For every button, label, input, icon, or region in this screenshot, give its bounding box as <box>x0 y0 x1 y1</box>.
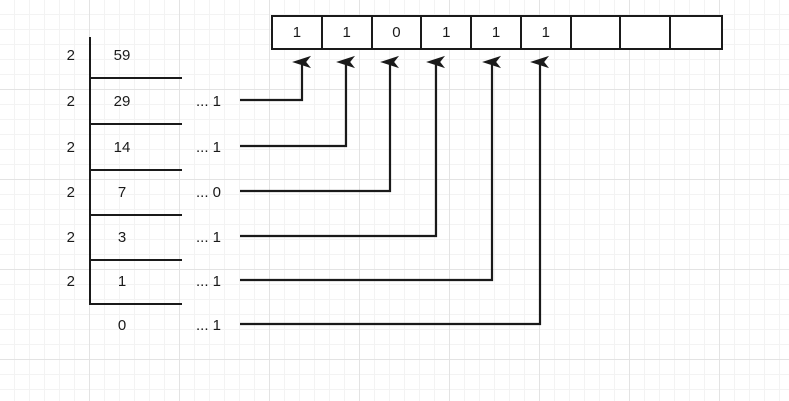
bit-cell[interactable]: 1 <box>323 17 373 48</box>
quotient-value-59: 59 <box>113 47 131 64</box>
bit-array: 1 1 0 1 1 1 <box>271 15 723 50</box>
connector-arrow-5 <box>240 55 502 282</box>
connector-arrow-6 <box>240 55 550 326</box>
divisor-label-6: 2 <box>66 273 75 290</box>
remainder-label-5: ... 1 <box>196 273 222 290</box>
remainder-label-4: ... 1 <box>196 229 222 246</box>
connector-arrow-2 <box>240 55 356 148</box>
remainder-label-2: ... 1 <box>196 139 222 156</box>
bit-cell[interactable] <box>572 17 622 48</box>
quotient-value-29: 29 <box>113 93 131 110</box>
remainder-label-1: ... 1 <box>196 93 222 110</box>
bit-cell[interactable] <box>621 17 672 48</box>
quotient-value-0: 0 <box>117 317 127 334</box>
division-bracket-vertical-line <box>89 37 91 305</box>
division-separator-line-3 <box>89 169 182 171</box>
bit-cell[interactable]: 1 <box>273 17 323 48</box>
bit-cell[interactable]: 1 <box>472 17 522 48</box>
divisor-label-4: 2 <box>66 184 75 201</box>
division-separator-line-4 <box>89 214 182 216</box>
quotient-value-7: 7 <box>117 184 127 201</box>
bit-cell[interactable]: 1 <box>522 17 572 48</box>
divisor-label-1: 2 <box>66 47 75 64</box>
division-separator-line-6 <box>89 303 182 305</box>
connector-arrow-4 <box>240 55 446 238</box>
bit-cell[interactable]: 0 <box>373 17 423 48</box>
bit-cell[interactable] <box>671 17 721 48</box>
division-separator-line-1 <box>89 77 182 79</box>
divisor-label-2: 2 <box>66 93 75 110</box>
connector-arrow-3 <box>240 55 400 193</box>
quotient-value-3: 3 <box>117 229 127 246</box>
division-separator-line-2 <box>89 123 182 125</box>
remainder-label-6: ... 1 <box>196 317 222 334</box>
connector-arrow-1 <box>240 55 312 102</box>
divisor-label-5: 2 <box>66 229 75 246</box>
quotient-value-1: 1 <box>117 273 127 290</box>
remainder-label-3: ... 0 <box>196 184 222 201</box>
divisor-label-3: 2 <box>66 139 75 156</box>
bit-cell[interactable]: 1 <box>422 17 473 48</box>
division-separator-line-5 <box>89 259 182 261</box>
quotient-value-14: 14 <box>113 139 131 156</box>
